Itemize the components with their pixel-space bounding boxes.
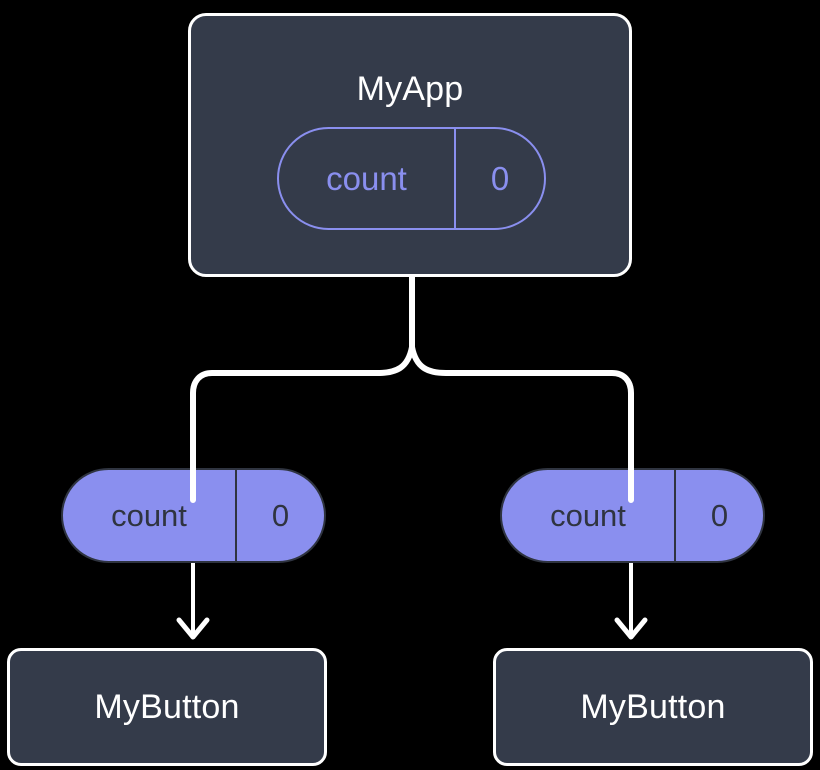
state-pill-key: count — [326, 160, 407, 197]
state-pill-value: 0 — [235, 470, 324, 561]
state-pill-key: count — [111, 498, 187, 533]
state-pill-myapp[interactable]: count 0 — [277, 127, 546, 230]
component-node-mybutton-left[interactable]: MyButton — [7, 648, 327, 766]
component-label-myapp: MyApp — [356, 70, 464, 108]
component-node-mybutton-right[interactable]: MyButton — [493, 648, 813, 766]
component-label-mybutton: MyButton — [94, 688, 240, 726]
state-pill-value: 0 — [454, 129, 544, 228]
state-pill-key: count — [550, 498, 626, 533]
edge-fork-left — [190, 344, 415, 503]
edge-fork-right — [409, 344, 634, 503]
arrowhead-right-icon — [614, 617, 648, 640]
state-pill-value: 0 — [674, 470, 763, 561]
arrowhead-left-icon — [176, 617, 210, 640]
component-label-mybutton: MyButton — [580, 688, 726, 726]
